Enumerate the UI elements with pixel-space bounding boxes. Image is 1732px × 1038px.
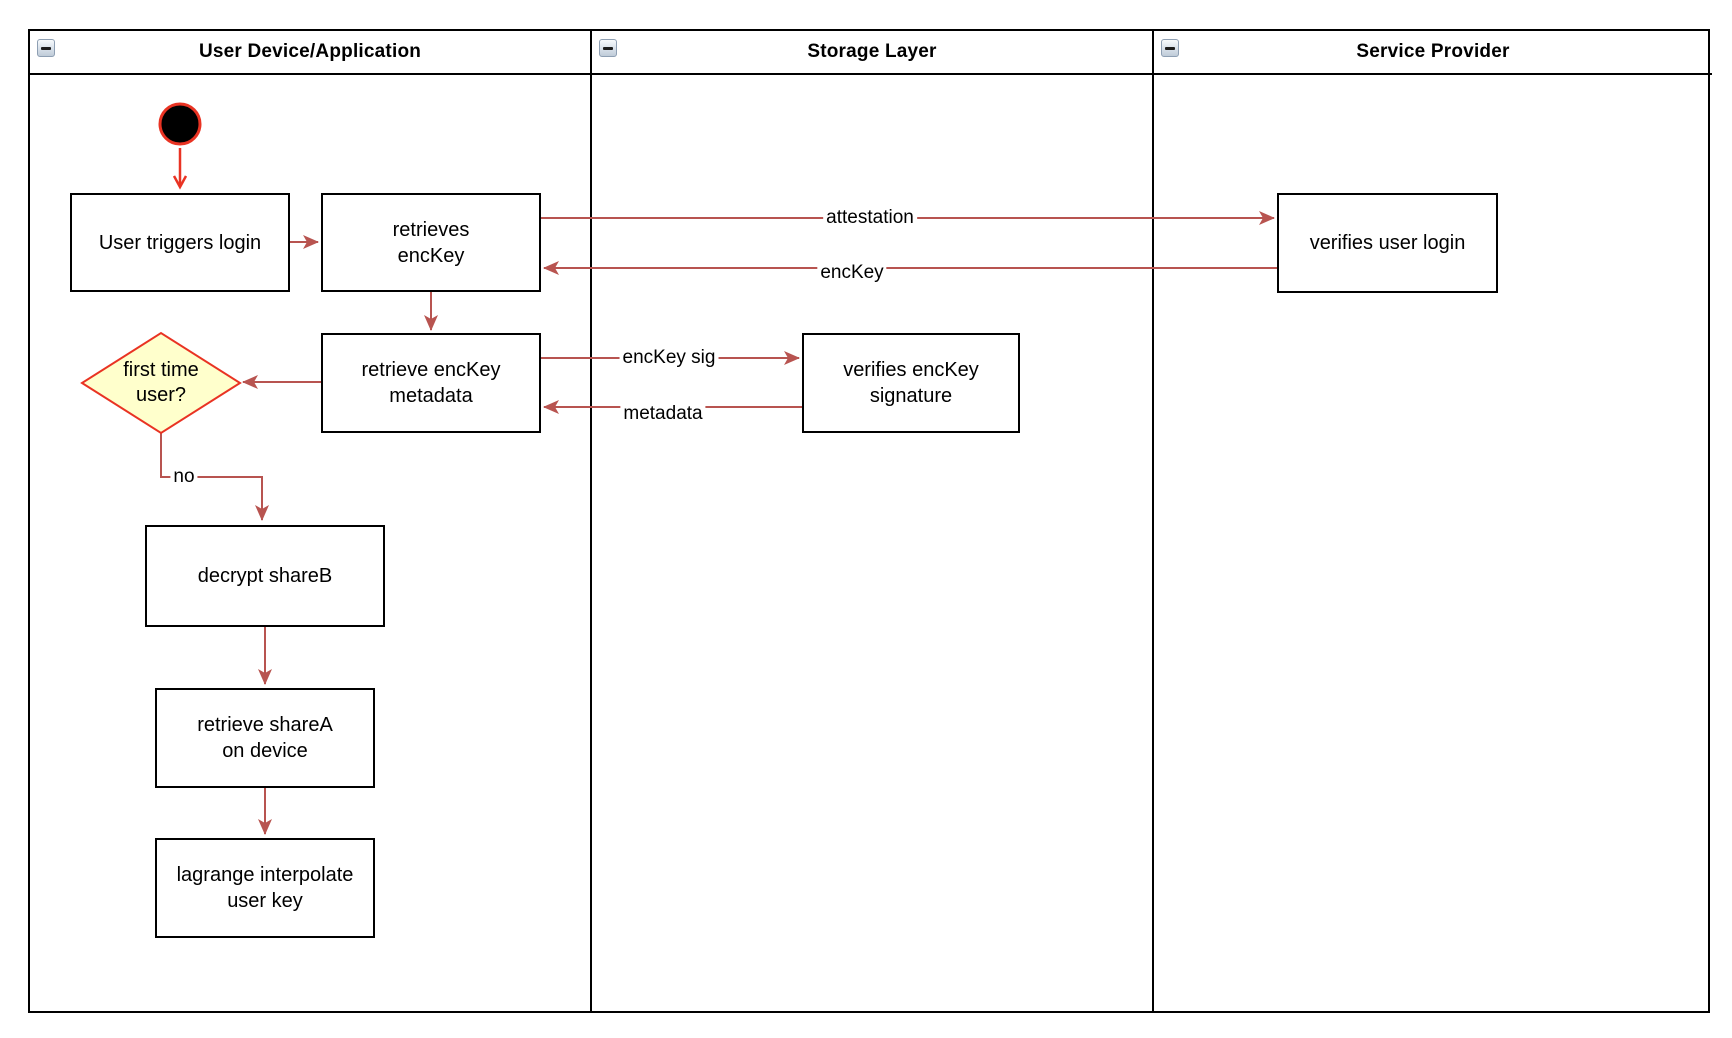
lane-service-provider-header[interactable]: Service Provider bbox=[1154, 31, 1712, 75]
node-user-triggers-login[interactable]: User triggers login bbox=[70, 193, 290, 292]
collapse-minus-icon[interactable] bbox=[37, 39, 55, 57]
collapse-minus-icon[interactable] bbox=[599, 39, 617, 57]
node-verifies-user-login[interactable]: verifies user login bbox=[1277, 193, 1498, 293]
node-decrypt-shareb[interactable]: decrypt shareB bbox=[145, 525, 385, 627]
edge-no-branch bbox=[160, 433, 269, 521]
node-retrieve-sharea[interactable]: retrieve shareA on device bbox=[155, 688, 375, 788]
node-verifies-enckey-signature[interactable]: verifies encKey signature bbox=[802, 333, 1020, 433]
minus-glyph bbox=[41, 46, 51, 50]
edge-label-metadata: metadata bbox=[620, 403, 706, 425]
lane-service-provider: Service Provider bbox=[1152, 31, 1712, 1011]
lane-title: Service Provider bbox=[1356, 41, 1510, 62]
edge-label-enckey: encKey bbox=[817, 262, 887, 284]
lane-title: Storage Layer bbox=[807, 41, 937, 62]
edge-label-enckey-sig: encKey sig bbox=[619, 347, 719, 369]
node-retrieves-enckey[interactable]: retrieves encKey bbox=[321, 193, 541, 292]
edge-label-attestation: attestation bbox=[823, 207, 917, 229]
lane-storage-layer-header[interactable]: Storage Layer bbox=[592, 31, 1152, 75]
collapse-minus-icon[interactable] bbox=[1161, 39, 1179, 57]
minus-glyph bbox=[1165, 46, 1175, 50]
start-node[interactable] bbox=[158, 102, 202, 146]
node-retrieve-enckey-metadata[interactable]: retrieve encKey metadata bbox=[321, 333, 541, 433]
lane-title: User Device/Application bbox=[198, 41, 422, 62]
decision-first-time-user[interactable] bbox=[80, 331, 242, 435]
decision-label: first time user? bbox=[123, 359, 199, 406]
lane-storage-layer: Storage Layer bbox=[590, 31, 1152, 1011]
minus-glyph bbox=[603, 46, 613, 50]
node-lagrange-interpolate[interactable]: lagrange interpolate user key bbox=[155, 838, 375, 938]
lane-user-device: User Device/Application bbox=[30, 31, 590, 1011]
lane-user-device-header[interactable]: User Device/Application bbox=[30, 31, 590, 75]
edge-label-no: no bbox=[170, 466, 198, 488]
